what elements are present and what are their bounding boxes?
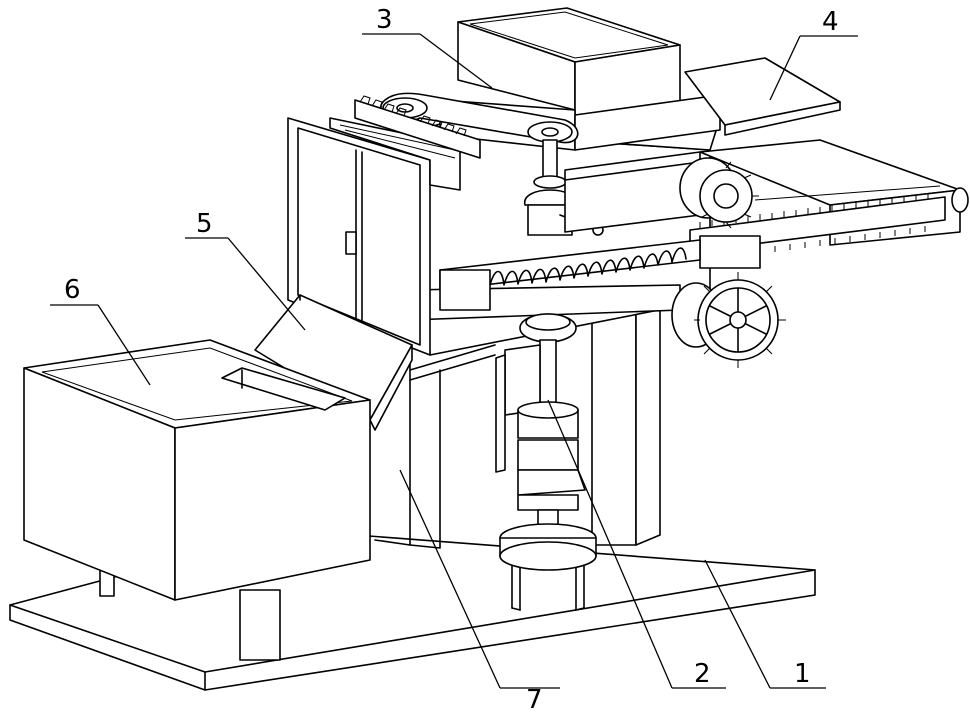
label-3: 3 bbox=[376, 5, 393, 35]
label-7: 7 bbox=[526, 685, 543, 714]
label-2: 2 bbox=[694, 659, 711, 689]
lower-gear bbox=[672, 272, 786, 368]
label-6: 6 bbox=[64, 275, 81, 305]
spindle-assembly bbox=[496, 314, 596, 610]
label-5: 5 bbox=[196, 209, 213, 239]
support-column bbox=[592, 300, 660, 545]
label-4: 4 bbox=[822, 7, 839, 37]
label-1: 1 bbox=[794, 659, 811, 689]
